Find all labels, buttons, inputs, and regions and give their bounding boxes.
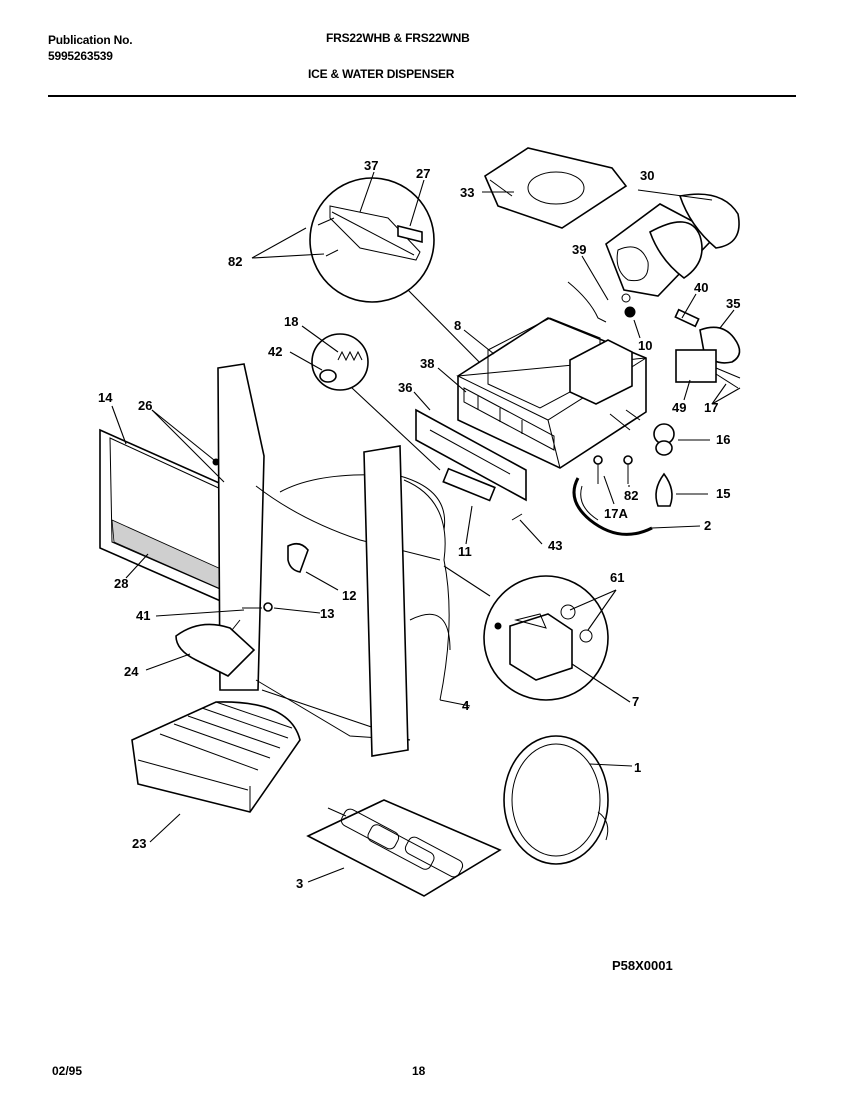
leader-lines [111, 171, 741, 883]
switch-detail-circle [443, 565, 609, 701]
callout-10: 10 [638, 338, 652, 353]
callout-2: 2 [704, 518, 711, 533]
callout-41: 41 [136, 608, 150, 623]
clip-bracket [287, 542, 339, 591]
spring-detail-circle [311, 333, 441, 471]
callout-30: 30 [640, 168, 654, 183]
callout-39: 39 [572, 242, 586, 257]
lamp-socket [653, 423, 675, 456]
drip-tray [131, 701, 301, 813]
heater-pad [306, 799, 502, 897]
section-title: ICE & WATER DISPENSER [308, 67, 455, 81]
callout-labels: 37 27 82 33 30 39 40 35 18 42 8 10 38 36… [98, 158, 740, 891]
callout-17a: 17A [604, 506, 628, 521]
header-rule [48, 95, 796, 97]
callout-27: 27 [416, 166, 430, 181]
cover-plate [483, 147, 628, 229]
callout-38: 38 [420, 356, 434, 371]
callout-49: 49 [672, 400, 686, 415]
callout-35: 35 [726, 296, 740, 311]
callout-12: 12 [342, 588, 356, 603]
callout-82-screw: 82 [624, 488, 638, 503]
callout-40: 40 [694, 280, 708, 295]
callout-8: 8 [454, 318, 461, 333]
callout-16: 16 [716, 432, 730, 447]
callout-43: 43 [548, 538, 562, 553]
callout-23: 23 [132, 836, 146, 851]
publication-label: Publication No. [48, 33, 133, 47]
footer-page-number: 18 [412, 1064, 426, 1078]
callout-3: 3 [296, 876, 303, 891]
washer [263, 602, 273, 612]
dispenser-paddle [175, 619, 256, 677]
callout-4: 4 [462, 698, 470, 713]
callout-37: 37 [364, 158, 378, 173]
figure-code: P58X0001 [612, 958, 673, 973]
callout-7: 7 [632, 694, 639, 709]
solenoid-assembly [567, 281, 741, 389]
callout-42: 42 [268, 344, 282, 359]
gasket-ring [503, 735, 609, 865]
callout-17: 17 [704, 400, 718, 415]
callout-24: 24 [124, 664, 139, 679]
callout-36: 36 [398, 380, 412, 395]
wire-harness [572, 477, 653, 536]
callout-14: 14 [98, 390, 113, 405]
callout-26: 26 [138, 398, 152, 413]
callout-15: 15 [716, 486, 730, 501]
callout-61: 61 [610, 570, 624, 585]
callout-1: 1 [634, 760, 641, 775]
callout-82: 82 [228, 254, 242, 269]
callout-28: 28 [114, 576, 128, 591]
dispenser-housing [456, 317, 647, 469]
control-panel-strip [415, 408, 527, 502]
light-bulb [655, 472, 673, 507]
callout-33: 33 [460, 185, 474, 200]
chute-door-assembly [605, 189, 740, 297]
model-numbers: FRS22WHB & FRS22WNB [326, 31, 470, 45]
mounting-screws [511, 455, 633, 521]
publication-number: 5995263539 [48, 49, 113, 63]
tall-bracket [363, 445, 471, 757]
callout-13: 13 [320, 606, 334, 621]
footer-date: 02/95 [52, 1064, 83, 1078]
callout-11: 11 [458, 544, 472, 559]
bracket-detail-circle [309, 177, 496, 379]
callout-18: 18 [284, 314, 298, 329]
dispenser-liner [217, 363, 446, 741]
